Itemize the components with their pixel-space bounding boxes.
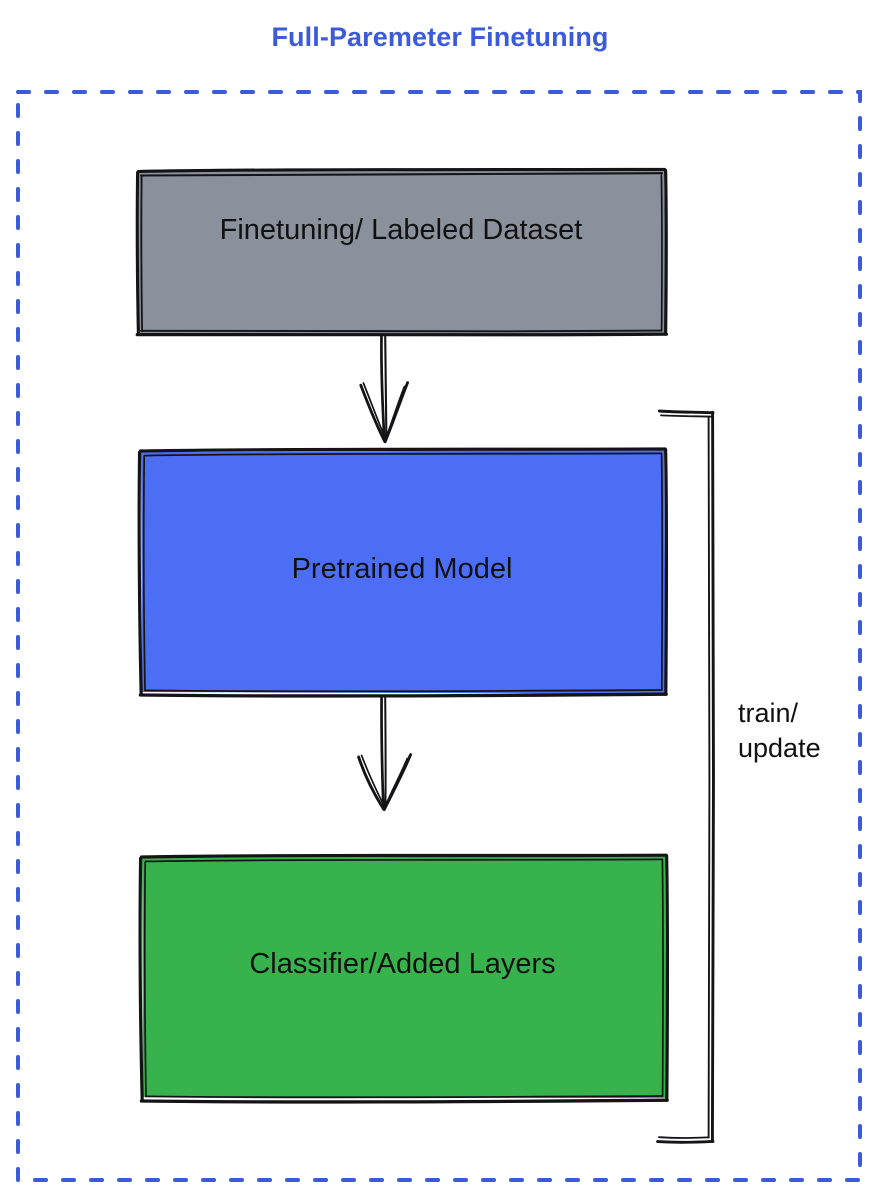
page-title: Full-Paremeter Finetuning (271, 22, 609, 52)
arrow-pretrained-to-classifier (357, 694, 413, 812)
arrow-dataset-to-pretrained (359, 333, 409, 444)
feedback-loop-label-line1: train/ (738, 698, 799, 728)
node-classifier[interactable]: Classifier/Added Layers (139, 854, 666, 1102)
node-dataset[interactable]: Finetuning/ Labeled Dataset (136, 168, 666, 336)
node-pretrained-shape (137, 447, 669, 698)
node-dataset-label: Finetuning/ Labeled Dataset (219, 214, 583, 246)
dashed-frame (16, 90, 862, 1182)
feedback-loop-label-line2: update (738, 732, 821, 763)
node-pretrained[interactable]: Pretrained Model (138, 448, 666, 697)
node-classifier-shape (138, 853, 670, 1104)
node-pretrained-label: Pretrained Model (291, 552, 513, 585)
node-classifier-label: Classifier/Added Layers (249, 948, 556, 981)
feedback-loop-line (656, 409, 715, 1144)
node-dataset-shape (135, 167, 668, 338)
feedback-loop-label: train/ update (738, 696, 858, 765)
